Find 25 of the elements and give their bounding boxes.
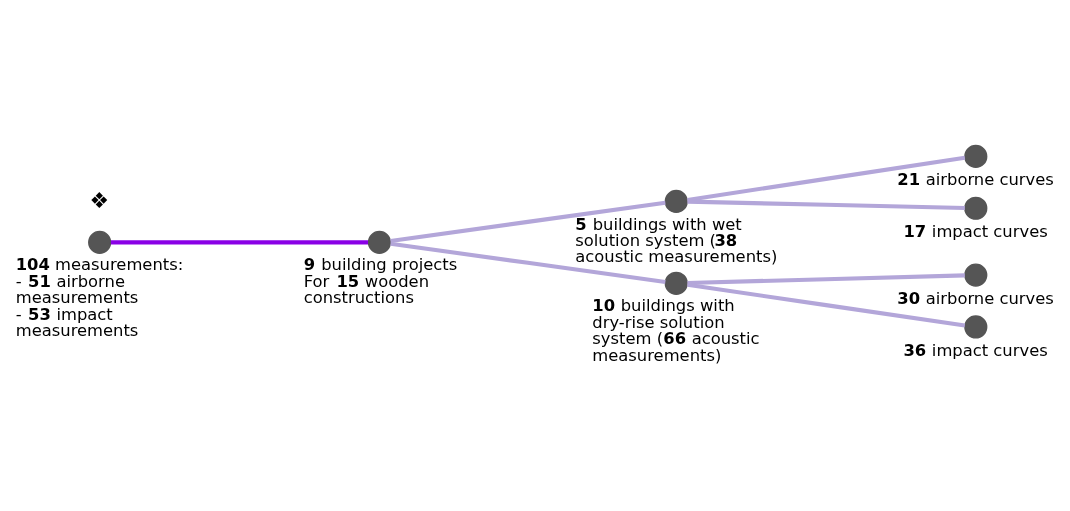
node-label: 10 buildings with dry-rise solution system (66 acoustic measurements) <box>592 295 760 365</box>
label: ❖ <box>89 187 109 213</box>
node-label: 17 impact curves <box>903 221 1048 241</box>
node-circle <box>964 263 988 287</box>
connector <box>390 241 666 284</box>
node-circle <box>367 230 391 254</box>
node-circle <box>664 189 688 213</box>
node-circle <box>664 271 688 295</box>
node-circle <box>964 196 988 220</box>
node-label: 104 measurements: <box>15 254 184 274</box>
node-label: 30 airborne curves <box>897 288 1054 308</box>
node-circle <box>964 144 988 168</box>
node-label: 9 building projects For 15 wooden constructions <box>303 254 458 307</box>
node-circle <box>964 314 988 339</box>
node-circle <box>88 230 112 254</box>
connector <box>687 282 966 328</box>
connector <box>687 199 965 210</box>
node-label: 36 impact curves <box>903 340 1048 360</box>
node-label: 21 airborne curves <box>897 169 1054 189</box>
connector <box>687 155 966 202</box>
connector <box>687 272 965 285</box>
connector <box>390 200 666 243</box>
node-label: - 53 impact measurements <box>15 304 139 340</box>
connector <box>110 239 369 244</box>
node-label: 5 buildings with wet solution system (38 acoustic measurements) <box>575 214 778 266</box>
